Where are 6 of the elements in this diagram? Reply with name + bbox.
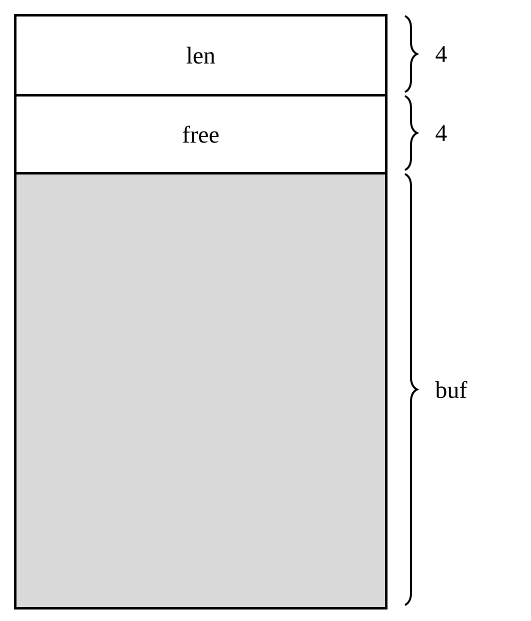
size-label: 4 <box>436 46 447 62</box>
memory-field: free <box>14 94 388 174</box>
size-label: buf <box>435 380 468 398</box>
memory-field: len <box>14 14 388 96</box>
buffer-area <box>14 172 388 610</box>
size-label: 4 <box>436 125 447 141</box>
